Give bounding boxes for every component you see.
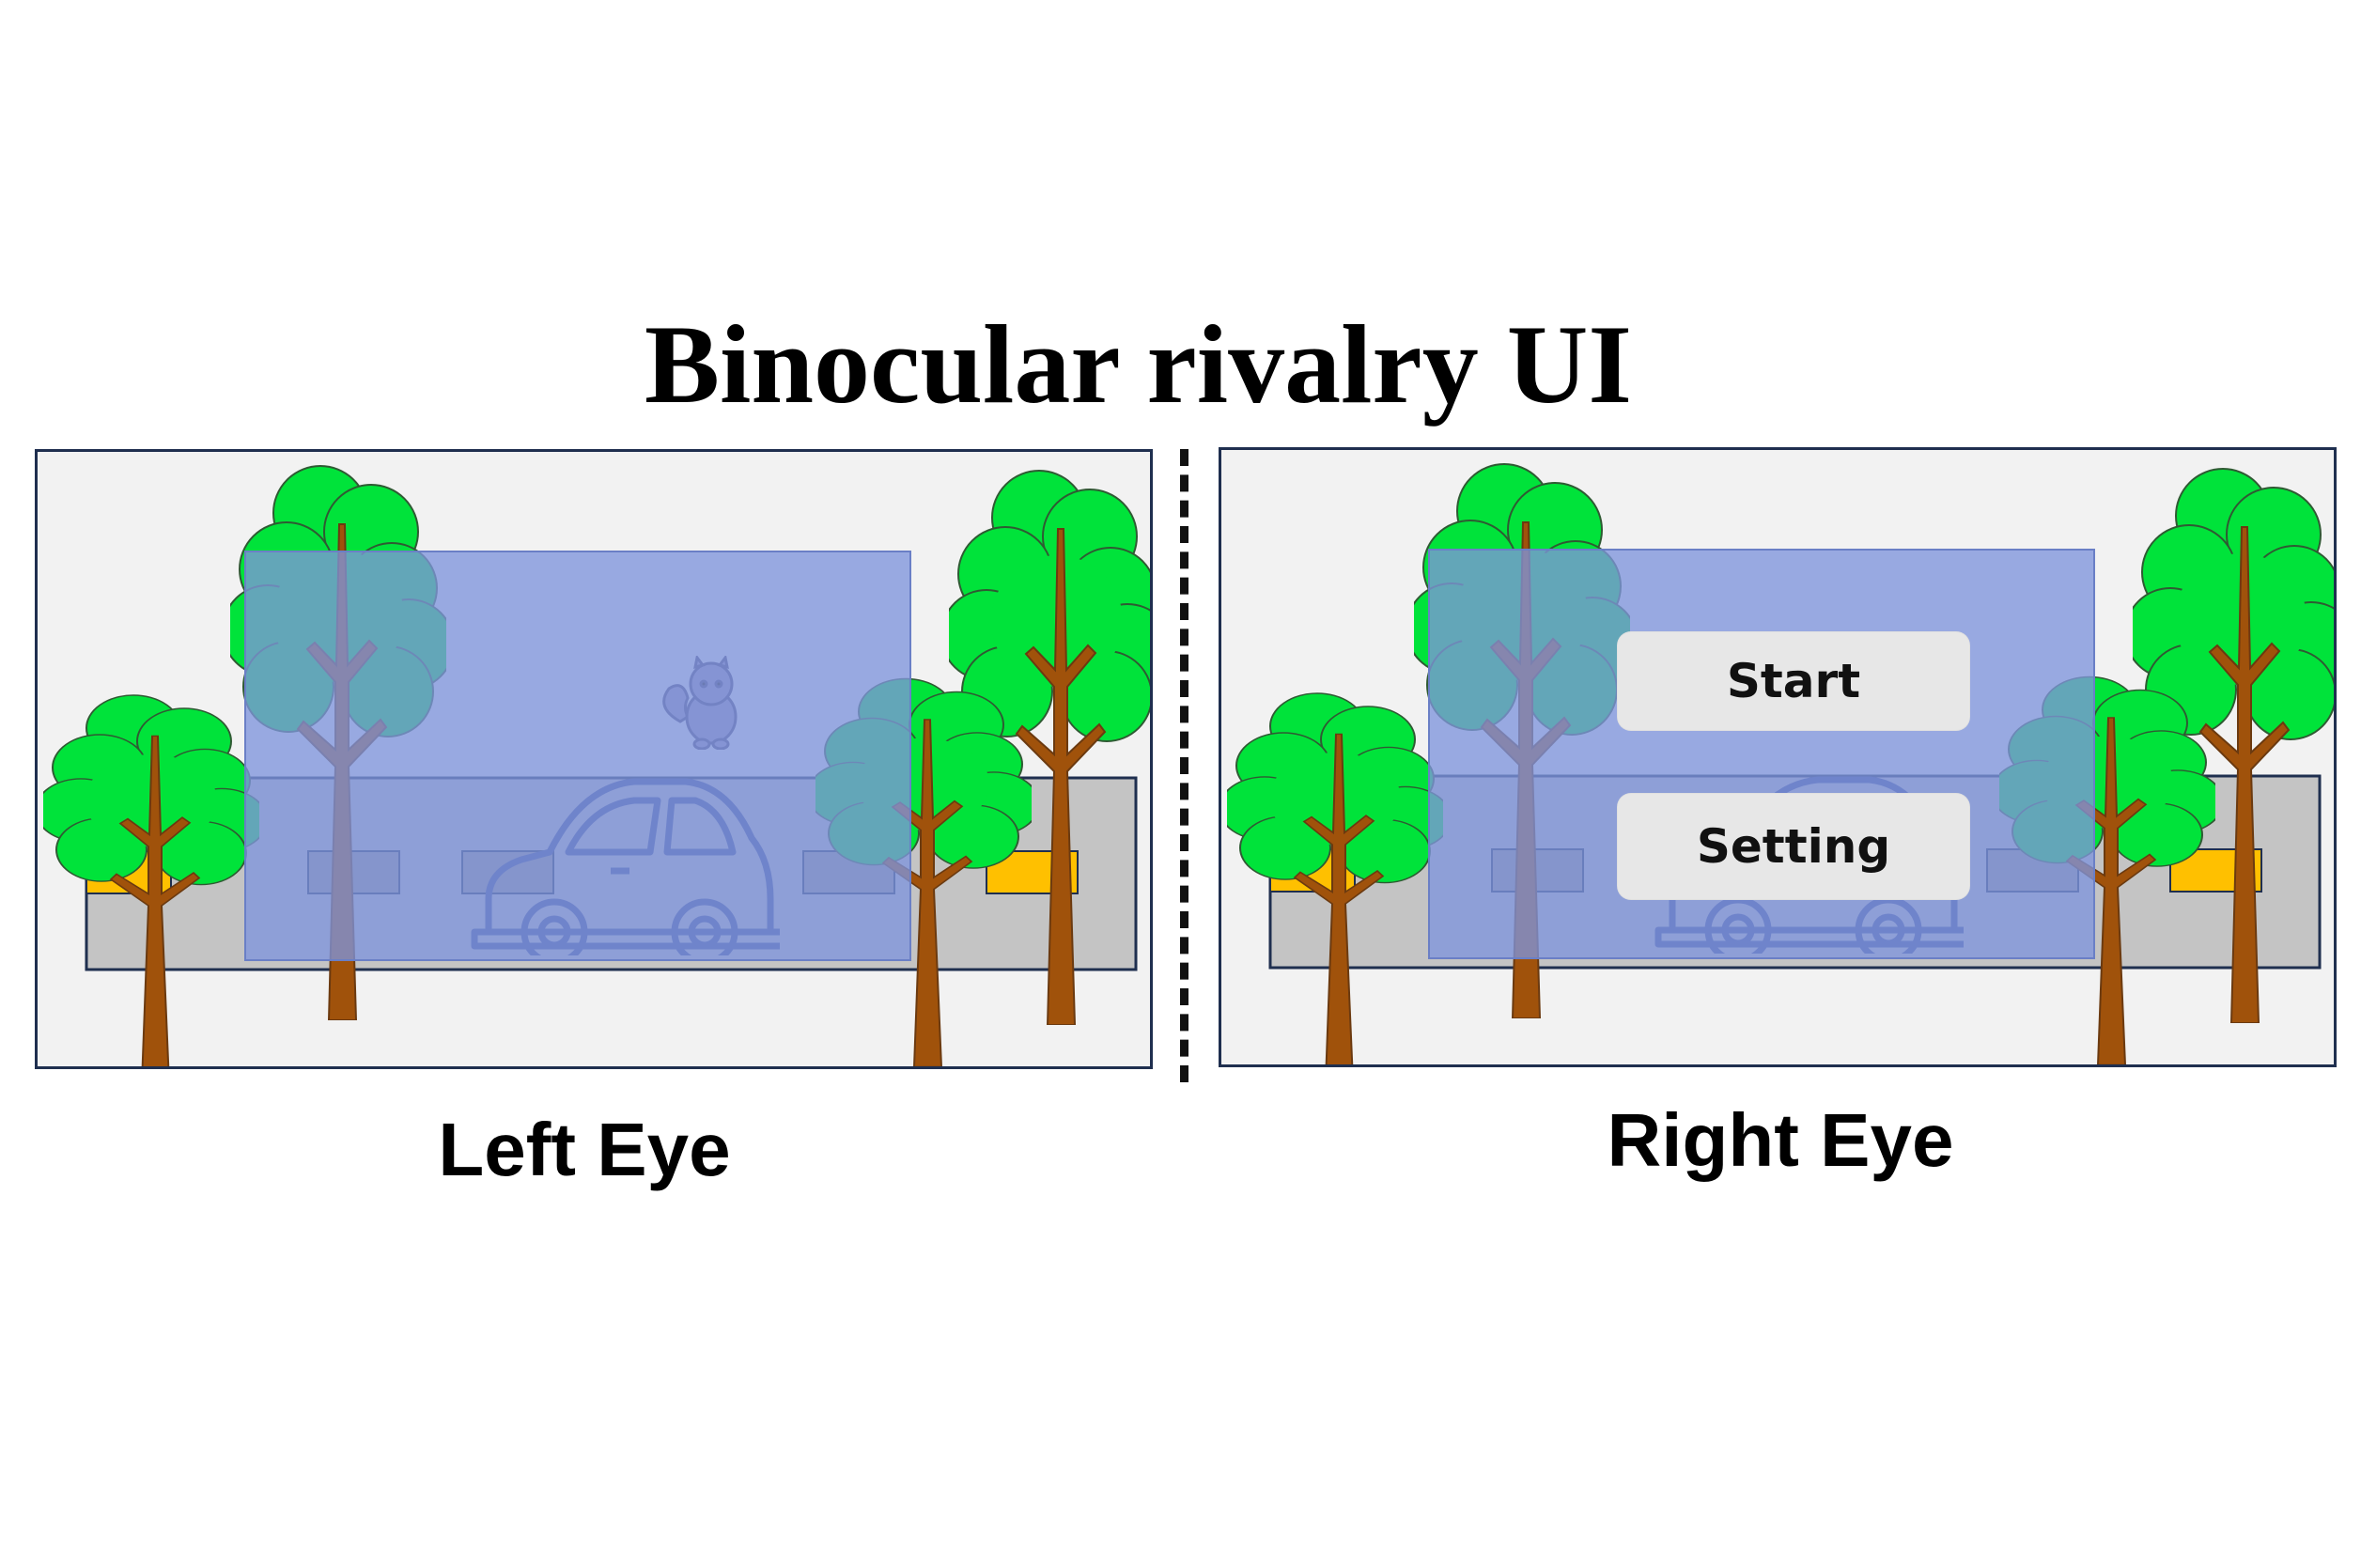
setting-button[interactable]: Setting [1618,794,1969,899]
diagram-title: Binocular rivalry UI [644,302,1633,427]
right-scene-canvas [1227,463,2334,1064]
left-scene-canvas [43,465,1150,1066]
right-eye-label: Right Eye [1607,1098,1954,1182]
left-eye-scene [35,449,1153,1069]
left-eye-label: Left Eye [438,1108,731,1191]
right-eye-scene: Start Setting [1219,447,2337,1067]
ui-overlay [244,551,911,961]
eye-divider [1180,449,1188,1082]
start-button[interactable]: Start [1618,632,1969,730]
